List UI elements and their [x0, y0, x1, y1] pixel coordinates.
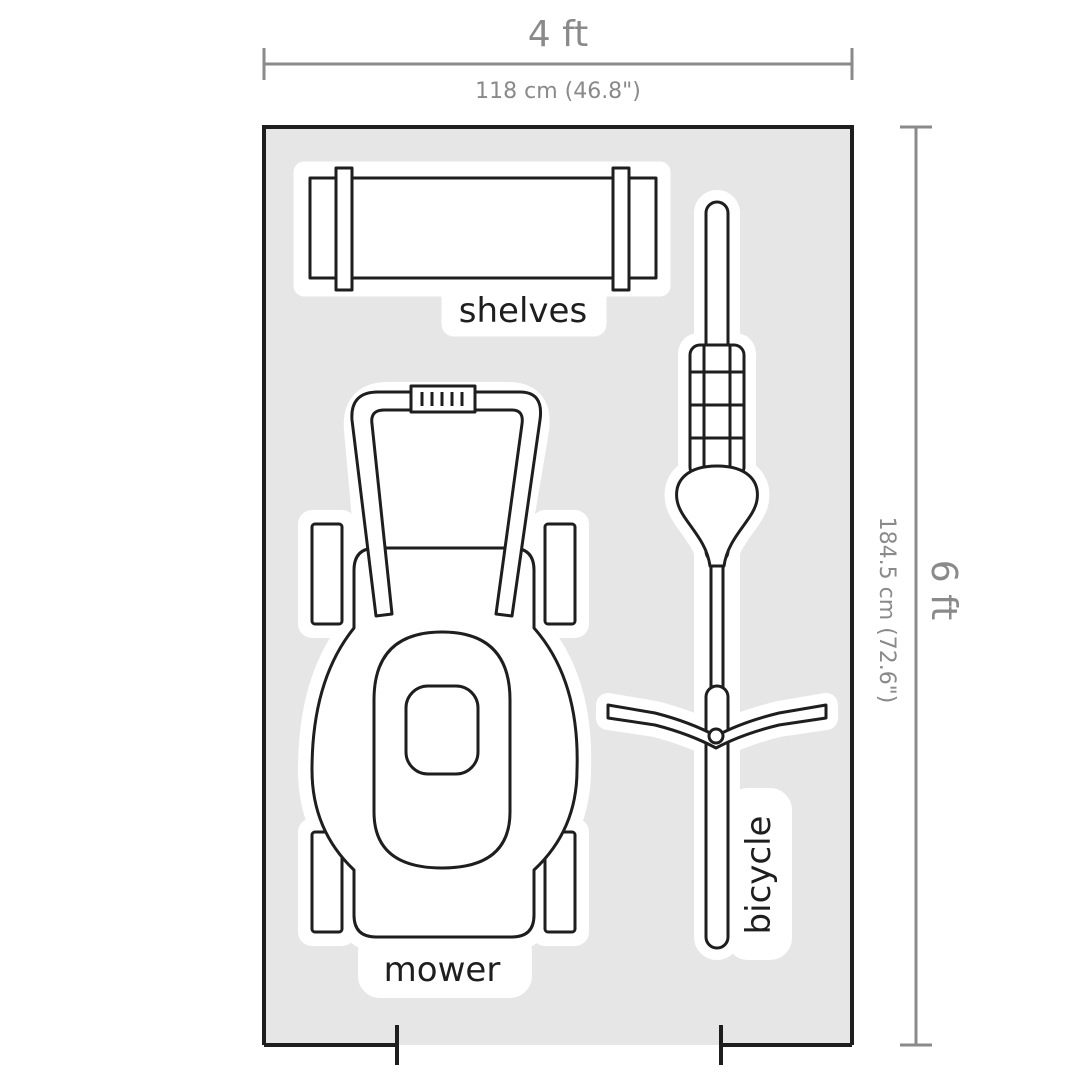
mower-label: mower [384, 950, 501, 990]
shelves: shelves [293, 161, 671, 337]
bicycle-label: bicycle [739, 816, 779, 935]
bicycle-stem [707, 727, 725, 745]
mower-wheel-rear-left [310, 522, 344, 626]
bicycle-front-wheel [704, 684, 730, 950]
shelves-label: shelves [459, 291, 587, 331]
mower-engine [404, 684, 480, 776]
bicycle-handlebar [606, 703, 828, 750]
mower-handle [350, 390, 543, 618]
bicycle: bicycle [596, 190, 838, 960]
walls [262, 125, 854, 1045]
width-metric-label: 118 cm (46.8") [475, 79, 641, 104]
bicycle-rack [688, 343, 746, 479]
width-dimension: 4 ft 118 cm (46.8") [262, 14, 854, 104]
depth-dimension: 6 ft 184.5 cm (72.6") [874, 125, 964, 1047]
depth-metric-label: 184.5 cm (72.6") [874, 517, 899, 704]
width-label: 4 ft [528, 14, 589, 55]
mower: mower [298, 382, 592, 998]
mower-wheel-rear-right [543, 522, 577, 626]
depth-label: 6 ft [923, 560, 964, 621]
